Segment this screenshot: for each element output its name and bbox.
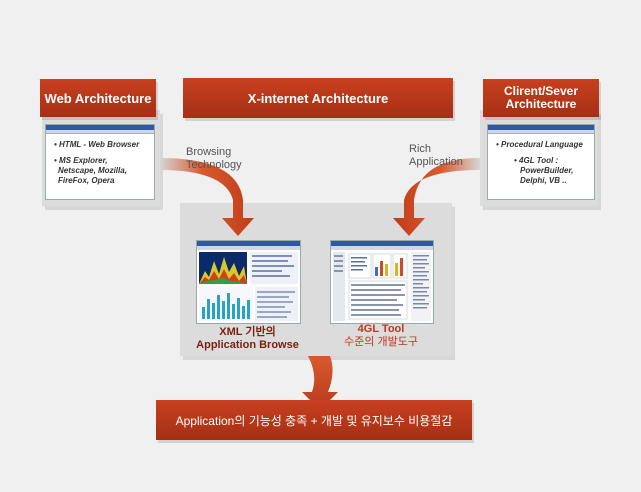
rich-line: Rich [409, 143, 432, 155]
cs-item-3: PowerBuilder, [520, 166, 574, 175]
web-architecture-screenshot: • HTML - Web Browser • MS Explorer, Nets… [45, 124, 155, 200]
web-item-1: • HTML - Web Browser [54, 140, 140, 149]
benefit-footer-label: Application의 기능성 충족 + 개발 및 유지보수 비용절감 [175, 413, 453, 428]
4gl-caption-line2: 수준의 개발도구 [344, 336, 418, 348]
4gl-tool-caption: 4GL Tool 수준의 개발도구 [330, 323, 432, 349]
xml-browser-screenshot [196, 240, 301, 324]
browsing-technology-label: Browsing Technology [186, 146, 242, 172]
4gl-tool-thumbnail [331, 241, 433, 321]
xml-browser-thumbnail [197, 241, 300, 321]
xml-browse-caption: XML 기반의 Application Browse [185, 326, 310, 352]
rich-application-label: Rich Application [409, 143, 463, 169]
xinternet-architecture-header: X-internet Architecture [183, 78, 453, 118]
client-server-label-line2: Architecture [505, 97, 577, 111]
4gl-tool-screenshot [330, 240, 434, 324]
down-arrow [302, 356, 338, 410]
client-server-label-line1: Clirent/Sever [503, 84, 579, 98]
browsing-arrow [160, 158, 254, 236]
application-line: Application [409, 156, 463, 168]
rich-app-arrow [393, 158, 480, 236]
web-architecture-header: Web Architecture [40, 79, 156, 117]
technology-line: Technology [186, 159, 242, 171]
web-item-2: • MS Explorer, [54, 156, 108, 165]
xinternet-architecture-label: X-internet Architecture [247, 90, 389, 106]
xml-caption-line1: XML 기반의 [219, 326, 276, 338]
4gl-caption-line1: 4GL Tool [357, 323, 405, 335]
cs-item-2: • 4GL Tool : [514, 156, 559, 165]
client-server-screenshot: • Procedural Language • 4GL Tool : Power… [487, 124, 595, 200]
xml-caption-line2: Application Browse [196, 339, 299, 351]
browsing-line: Browsing [186, 146, 232, 158]
client-server-header: Clirent/Sever Architecture [483, 79, 599, 117]
web-item-4: FireFox, Opera [58, 176, 115, 185]
web-item-3: Netscape, Mozilla, [58, 166, 127, 175]
benefit-footer: Application의 기능성 충족 + 개발 및 유지보수 비용절감 [156, 400, 472, 440]
web-architecture-label: Web Architecture [44, 90, 152, 106]
cs-item-4: Delphi, VB .. [520, 176, 567, 185]
cs-item-1: • Procedural Language [496, 140, 583, 149]
